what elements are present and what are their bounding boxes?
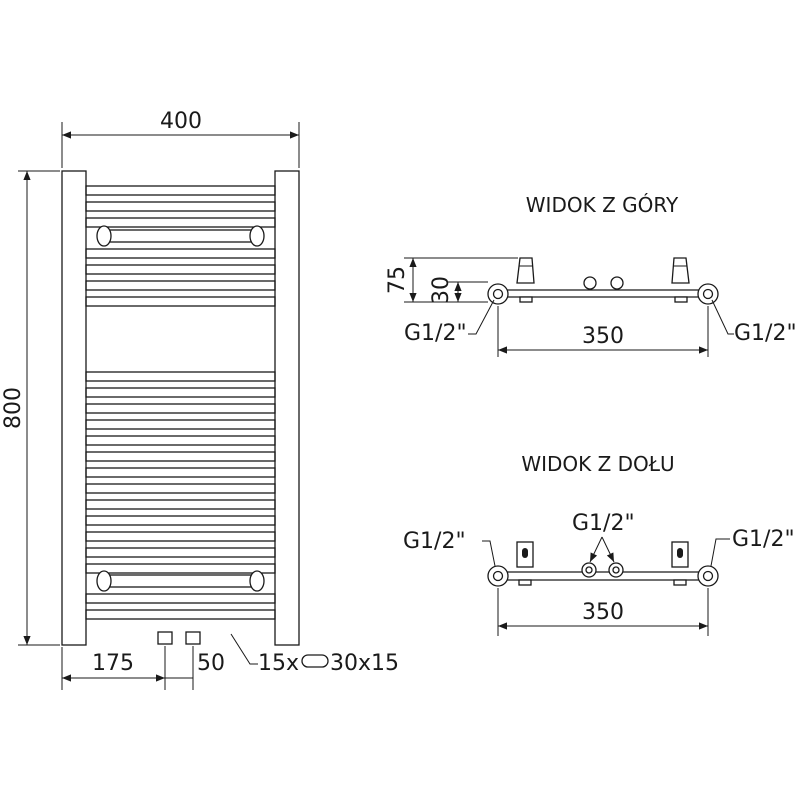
towel-bar-cap-left bbox=[96, 225, 112, 247]
connection-port bbox=[492, 570, 504, 582]
towel-bar-cap-left bbox=[96, 570, 112, 592]
rung bbox=[85, 467, 276, 478]
right-connection-leader bbox=[711, 299, 734, 335]
rung bbox=[85, 403, 276, 414]
bracket-foot bbox=[518, 579, 532, 586]
rung bbox=[85, 499, 276, 510]
right-connection-label: G1/2" bbox=[734, 321, 797, 346]
connection-port bbox=[612, 566, 620, 574]
bracket-slot bbox=[677, 548, 683, 558]
rung bbox=[85, 387, 276, 398]
rung bbox=[85, 531, 276, 542]
left-connection-leader bbox=[468, 299, 495, 335]
height-label: 800 bbox=[1, 387, 26, 429]
front-view: 400 800 175 50 15x 30x15 bbox=[1, 109, 399, 690]
supply-connector bbox=[157, 631, 173, 645]
rung bbox=[85, 515, 276, 526]
rung bbox=[85, 201, 276, 212]
spacing-label: 50 bbox=[197, 651, 225, 676]
right-rail bbox=[274, 170, 300, 646]
rung bbox=[85, 435, 276, 446]
towel-bar-rod bbox=[99, 574, 261, 588]
left-connection-label: G1/2" bbox=[404, 321, 467, 346]
return-connector bbox=[185, 631, 201, 645]
tube-count-label: 15x bbox=[258, 651, 299, 676]
rung bbox=[85, 563, 276, 574]
width-label: 400 bbox=[160, 109, 202, 134]
towel-bar-rod bbox=[99, 229, 261, 243]
tube-size-label: 30x15 bbox=[330, 651, 399, 676]
center-connection-leader bbox=[589, 536, 603, 563]
center-connection-label: G1/2" bbox=[572, 511, 635, 536]
rung bbox=[85, 185, 276, 196]
right-connection-label: G1/2" bbox=[732, 527, 795, 552]
valve-left bbox=[583, 276, 597, 290]
rung bbox=[85, 371, 276, 382]
top-view-title: WIDOK Z GÓRY bbox=[526, 193, 679, 217]
valve-right bbox=[610, 276, 624, 290]
towel-bar-top bbox=[96, 225, 265, 247]
rung bbox=[85, 483, 276, 494]
bottom-view: WIDOK Z DOŁU G1/2" G1/2" G1/2" bbox=[403, 452, 795, 636]
bracket-foot bbox=[674, 296, 688, 303]
depth-label: 75 bbox=[385, 266, 410, 294]
towel-bar-cap-right bbox=[249, 570, 265, 592]
rung bbox=[85, 280, 276, 291]
bracket-foot bbox=[673, 579, 687, 586]
bracket-slot bbox=[522, 548, 528, 558]
rung bbox=[85, 451, 276, 462]
rung bbox=[85, 609, 276, 620]
tube-leader-line bbox=[230, 633, 258, 665]
left-rail bbox=[61, 170, 87, 646]
top-view: WIDOK Z GÓRY 75 30 G1/2" G1/2" bbox=[385, 193, 797, 357]
left-connection-label: G1/2" bbox=[403, 529, 466, 554]
center-connection-leader bbox=[601, 536, 615, 563]
rung bbox=[85, 547, 276, 558]
connection-port bbox=[492, 288, 504, 300]
left-offset-label: 175 bbox=[92, 651, 134, 676]
rung bbox=[85, 264, 276, 275]
rung bbox=[85, 419, 276, 430]
towel-bar-bottom bbox=[96, 570, 265, 592]
left-connection-leader bbox=[482, 540, 496, 567]
bracket-foot bbox=[519, 296, 533, 303]
pipe-offset-label: 30 bbox=[429, 276, 454, 304]
connection-port bbox=[702, 570, 714, 582]
rung bbox=[85, 296, 276, 307]
rungs bbox=[85, 185, 276, 620]
towel-bar-cap-right bbox=[249, 225, 265, 247]
rung bbox=[85, 217, 276, 228]
right-connection-leader bbox=[710, 538, 730, 567]
spacing-label: 350 bbox=[582, 600, 624, 625]
oval-tube-icon bbox=[301, 654, 329, 668]
spacing-label: 350 bbox=[582, 324, 624, 349]
connection-port bbox=[702, 288, 714, 300]
rung bbox=[85, 248, 276, 259]
bottom-view-title: WIDOK Z DOŁU bbox=[521, 452, 674, 476]
connection-port bbox=[585, 566, 593, 574]
wall-bracket-right bbox=[671, 257, 690, 284]
wall-bracket-left bbox=[516, 257, 535, 284]
rung bbox=[85, 593, 276, 604]
